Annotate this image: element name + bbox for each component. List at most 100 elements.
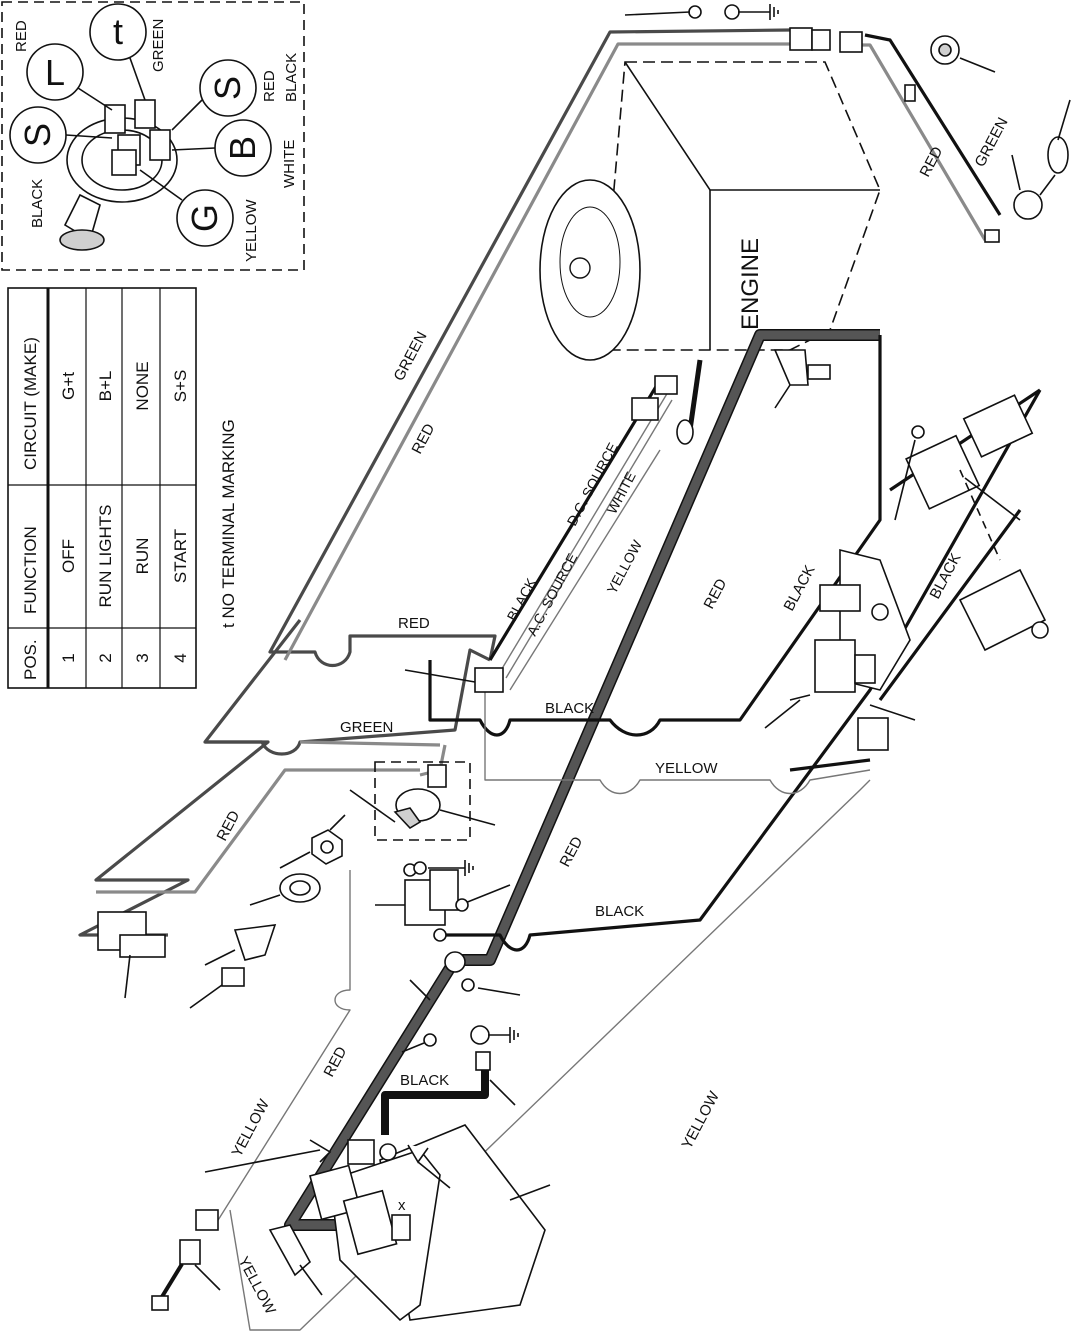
wire-green-top xyxy=(283,42,790,661)
nut-icon xyxy=(461,978,475,992)
table-cell: B+L xyxy=(96,371,115,402)
wire-black-plug xyxy=(687,359,703,431)
wire-yellow-right xyxy=(229,779,871,1331)
terminal-S-top: S xyxy=(199,59,257,117)
table-cell: NONE xyxy=(133,361,152,410)
label-green-mid: GREEN xyxy=(340,719,393,736)
inset-label-red-black-2: BLACK xyxy=(283,53,300,102)
spark-plug-icon xyxy=(676,419,694,445)
table-cell: 3 xyxy=(133,653,152,662)
wire-thick-red xyxy=(285,330,880,1230)
switch-inset: L t S S B G RED GREEN RED xyxy=(1,1,305,271)
table-cell: 2 xyxy=(96,653,115,662)
svg-text:G: G xyxy=(184,204,225,232)
wire-yellow-engine xyxy=(484,670,871,795)
label-red-center: RED xyxy=(557,834,587,870)
headlight-icon xyxy=(904,35,1071,243)
ground-symbol-icon xyxy=(401,1025,519,1106)
solenoid-icon xyxy=(375,863,511,1001)
label-yellow-source: YELLOW xyxy=(604,537,646,597)
svg-text:S: S xyxy=(207,76,248,100)
function-table: POS. FUNCTION CIRCUIT (MAKE) 1 OFF G+t 2… xyxy=(7,287,238,689)
svg-text:L: L xyxy=(45,52,65,93)
wire-red-harness xyxy=(78,740,270,937)
wire-black-center xyxy=(440,389,1042,952)
connector-icon xyxy=(654,375,678,395)
wire-green-topright xyxy=(855,43,987,241)
label-yellow-right: YELLOW xyxy=(679,1088,724,1152)
label-black-right-1: BLACK xyxy=(781,562,819,613)
terminal-S-left: S xyxy=(9,106,67,164)
inset-label-red: RED xyxy=(13,20,30,52)
battery-icon: x xyxy=(204,1124,551,1322)
terminal-B: B xyxy=(214,119,272,177)
fuse-icon xyxy=(189,924,277,1009)
fuse-holder-icon xyxy=(97,911,166,999)
label-red-right: RED xyxy=(917,144,947,180)
table-header-pos: POS. xyxy=(21,639,40,680)
connector-icon xyxy=(474,667,504,693)
engine-label: ENGINE xyxy=(737,238,764,330)
wire-black-topright xyxy=(864,33,1002,216)
table-cell: 1 xyxy=(59,653,78,662)
connector-icon xyxy=(631,397,659,421)
inset-label-green: GREEN xyxy=(150,19,167,72)
inset-label-red-black-1: RED xyxy=(261,70,278,102)
wire-ac-source xyxy=(499,391,669,673)
terminal-G: G xyxy=(176,189,234,247)
nut-icon xyxy=(279,829,343,869)
table-header-circuit: CIRCUIT (MAKE) xyxy=(21,337,40,470)
terminal-L: L xyxy=(26,43,84,101)
table-cell: RUN LIGHTS xyxy=(96,505,115,608)
terminal-t: t xyxy=(89,3,147,61)
connector-icon xyxy=(789,27,863,53)
table-cell: S+S xyxy=(171,370,190,403)
terminal-boot-icon xyxy=(268,1224,323,1296)
inset-label-black: BLACK xyxy=(29,179,46,228)
ground-symbol-icon xyxy=(413,860,474,876)
label-green-right: GREEN xyxy=(972,115,1012,170)
table-cell: 4 xyxy=(171,653,190,662)
wire-black-engine xyxy=(428,335,882,737)
label-green-top: GREEN xyxy=(391,329,431,384)
connector-icon xyxy=(151,1209,221,1311)
table-cell: G+t xyxy=(59,372,78,400)
wire-red-top xyxy=(268,28,791,668)
table-cell: RUN xyxy=(133,538,152,575)
wire-yellow-left xyxy=(214,870,351,1226)
table-cell: START xyxy=(171,529,190,583)
connector-icon xyxy=(773,349,831,409)
inset-label-yellow: YELLOW xyxy=(243,199,260,262)
svg-text:t: t xyxy=(113,11,123,52)
engine-icon: ENGINE xyxy=(539,61,881,361)
wire-green-switch xyxy=(96,768,420,894)
ignition-switch-icon xyxy=(329,761,496,841)
washer-icon xyxy=(444,951,466,973)
solenoid-icon xyxy=(764,548,916,751)
label-black-battery: BLACK xyxy=(400,1072,449,1089)
label-red-left: RED xyxy=(214,808,244,844)
wire-black-source xyxy=(488,379,662,661)
wire-dc-source xyxy=(505,399,673,679)
table-header-function: FUNCTION xyxy=(21,526,40,614)
connector-icon xyxy=(857,717,889,751)
ground-symbol-icon xyxy=(624,4,779,20)
ignition-switch-icon xyxy=(59,99,178,251)
label-yellow-bottom: YELLOW xyxy=(234,1254,279,1318)
label-black-center: BLACK xyxy=(595,903,644,920)
svg-text:S: S xyxy=(17,123,58,147)
seat-switch-icon xyxy=(894,394,1049,652)
table-cell: OFF xyxy=(59,539,78,573)
label-black-engine: BLACK xyxy=(545,700,594,717)
label-yellow-engine: YELLOW xyxy=(655,760,718,777)
label-red-engine: RED xyxy=(701,576,731,612)
wire-white xyxy=(509,449,661,691)
svg-text:B: B xyxy=(222,136,263,160)
table-footnote: t NO TERMINAL MARKING xyxy=(219,419,238,628)
battery-marker: x xyxy=(398,1197,406,1214)
bezel-icon xyxy=(249,873,321,906)
wire-black-seat xyxy=(789,758,871,772)
inset-label-white: WHITE xyxy=(281,140,298,188)
inset-border xyxy=(1,1,305,271)
